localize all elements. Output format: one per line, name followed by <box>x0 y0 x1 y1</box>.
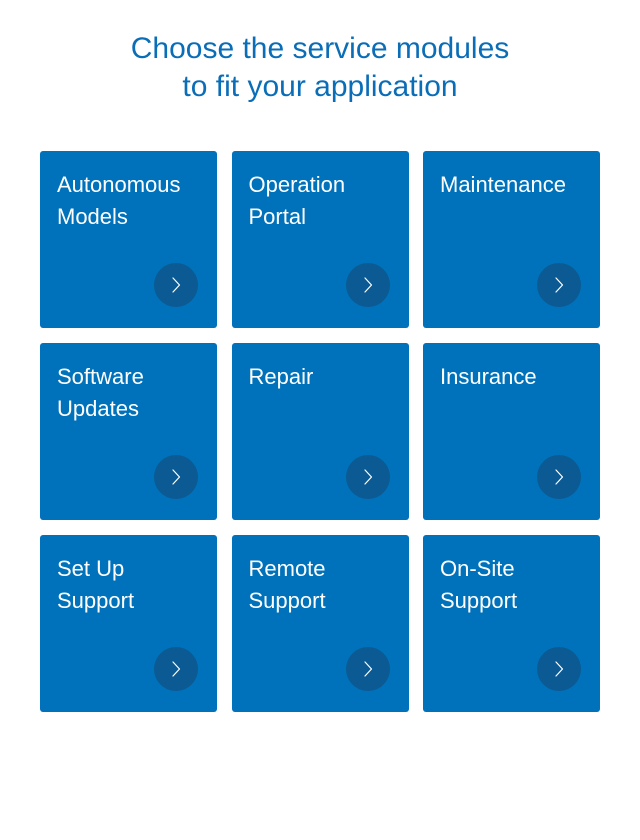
module-arrow-button[interactable] <box>154 647 198 691</box>
module-arrow-button[interactable] <box>345 263 390 307</box>
module-arrow-button[interactable] <box>537 263 581 307</box>
module-tile-maintenance[interactable]: Maintenance <box>423 151 600 328</box>
module-label: Autonomous Models <box>57 172 181 229</box>
module-arrow-button[interactable] <box>345 647 390 691</box>
chevron-right-icon <box>172 469 181 485</box>
heading-line-1: Choose the service modules <box>130 32 510 65</box>
chevron-right-icon <box>555 661 564 677</box>
module-tile-insurance[interactable]: Insurance <box>423 343 600 520</box>
module-label: Operation Portal <box>248 172 346 229</box>
module-tile-repair[interactable]: Repair <box>231 343 409 520</box>
module-label: Insurance <box>440 364 537 389</box>
module-tile-software-updates[interactable]: Software Updates <box>40 343 217 520</box>
module-arrow-button[interactable] <box>154 263 198 307</box>
chevron-right-icon <box>172 661 181 677</box>
module-arrow-button[interactable] <box>537 647 581 691</box>
module-tile-remote-support[interactable]: Remote Support <box>231 535 409 712</box>
module-label: Repair <box>248 364 314 389</box>
chevron-right-icon <box>363 277 372 293</box>
chevron-right-icon <box>172 277 181 293</box>
module-label: Maintenance <box>440 172 566 197</box>
chevron-right-icon <box>555 277 564 293</box>
module-arrow-button[interactable] <box>154 455 198 499</box>
module-tile-operation-portal[interactable]: Operation Portal <box>231 151 409 328</box>
module-tile-on-site-support[interactable]: On-Site Support <box>423 535 600 712</box>
module-tile-autonomous-models[interactable]: Autonomous Models <box>40 151 217 328</box>
chevron-right-icon <box>363 469 372 485</box>
service-modules-grid: Autonomous Models Operation Portal Maint… <box>40 151 600 712</box>
module-arrow-button[interactable] <box>537 455 581 499</box>
module-label: Remote Support <box>248 556 326 613</box>
chevron-right-icon <box>363 661 372 677</box>
page-heading: Choose the service modules to fit your a… <box>0 30 640 106</box>
module-label: Set Up Support <box>57 556 135 613</box>
module-arrow-button[interactable] <box>345 455 390 499</box>
heading-line-2: to fit your application <box>182 70 458 103</box>
module-tile-set-up-support[interactable]: Set Up Support <box>40 535 217 712</box>
module-label: On-Site Support <box>440 556 518 613</box>
chevron-right-icon <box>555 469 564 485</box>
module-label: Software Updates <box>57 364 144 421</box>
